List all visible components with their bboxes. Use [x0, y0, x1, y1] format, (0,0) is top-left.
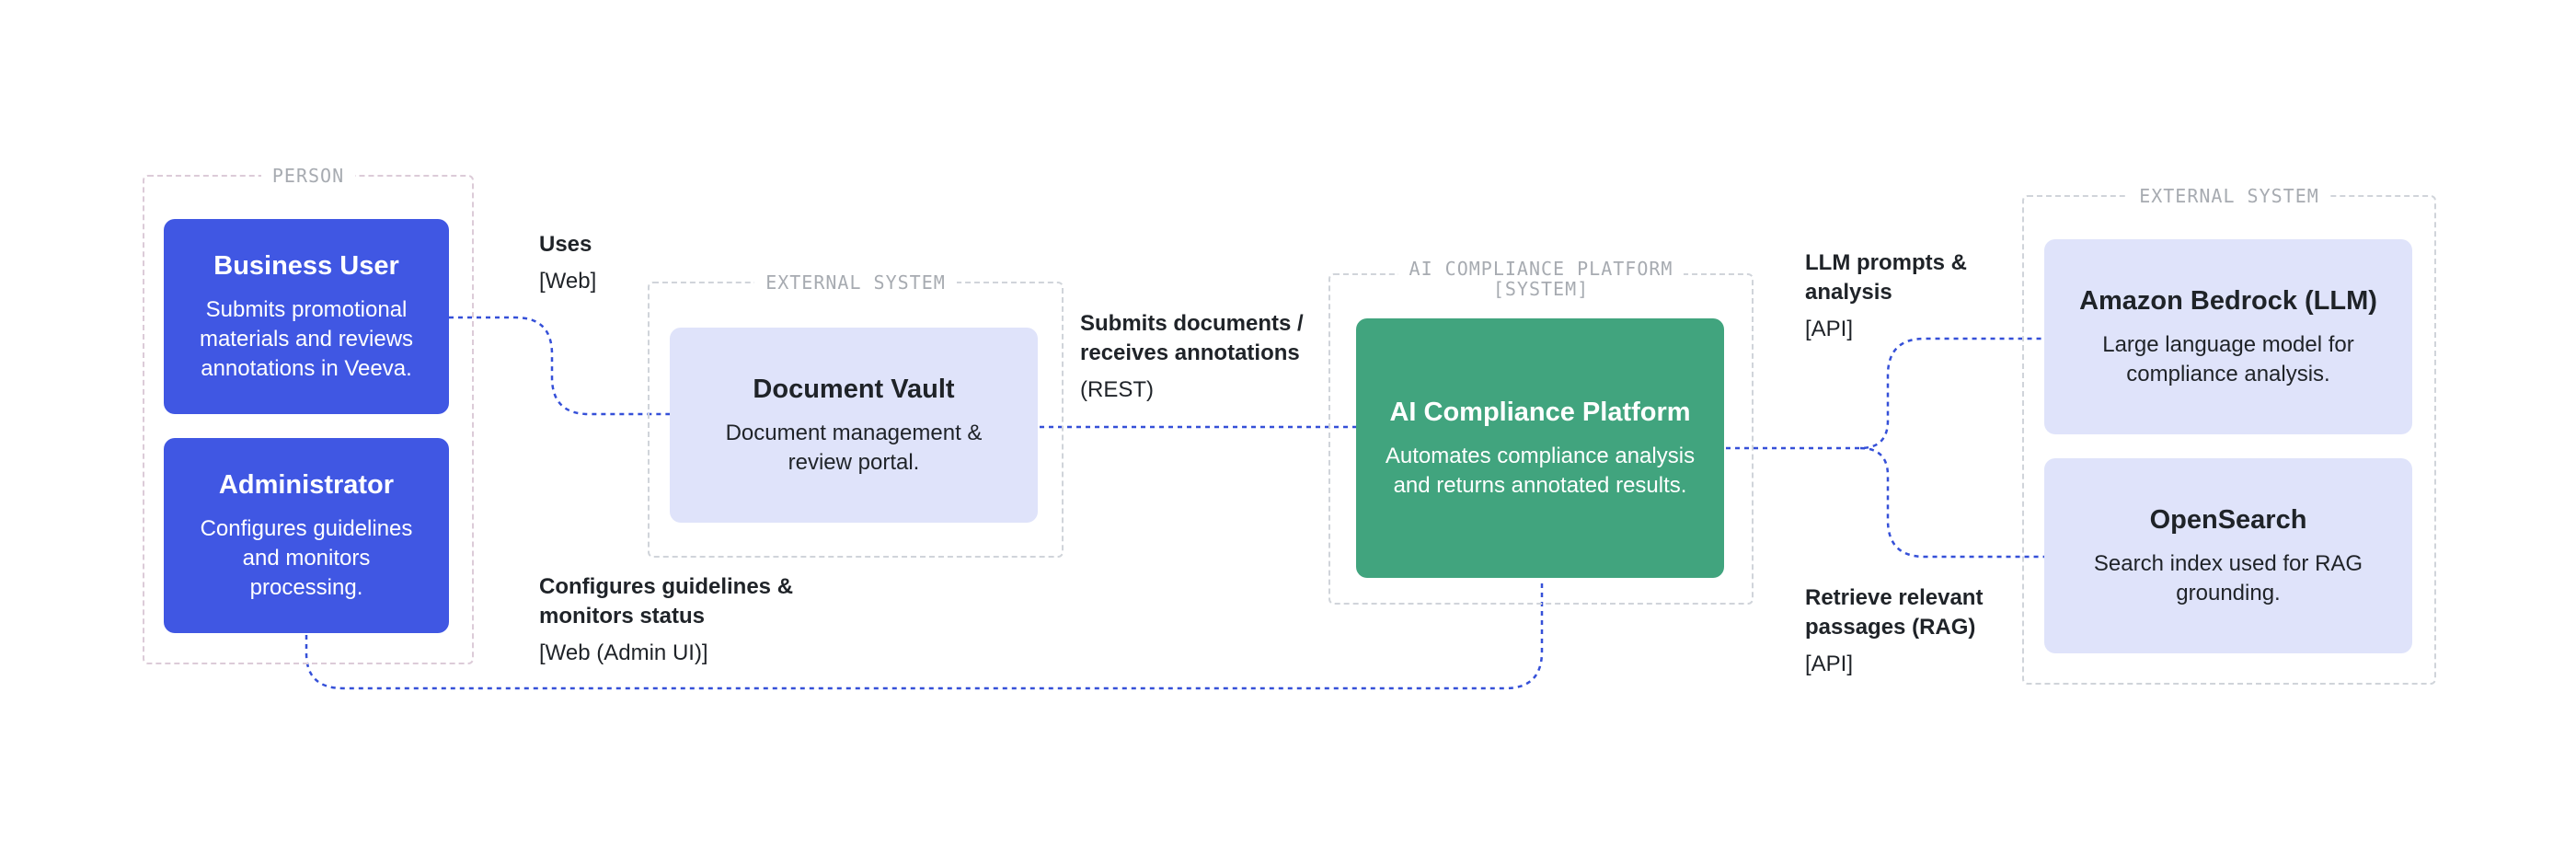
business-user-title: Business User — [213, 251, 399, 281]
llm-edge-label: LLM prompts & analysis [API] — [1805, 248, 2007, 344]
person-boundary-label: PERSON — [260, 165, 356, 187]
person-boundary: PERSON — [143, 165, 474, 664]
document-vault-description: Document management & review portal. — [725, 421, 983, 475]
uses-edge-title: Uses — [539, 232, 592, 257]
external-system-boundary-label: EXTERNAL SYSTEM — [2128, 185, 2330, 207]
amazon-bedrock-description: Large language model for compliance anal… — [2102, 332, 2354, 386]
administrator-description: Configures guidelines and monitors proce… — [200, 516, 413, 600]
document-vault-boundary-label: EXTERNAL SYSTEM — [754, 271, 957, 294]
submits-edge-label: Submits documents / receives annotations… — [1080, 309, 1327, 405]
connector-platform-to-bedrock — [1726, 337, 2048, 450]
amazon-bedrock-node[interactable]: Amazon Bedrock (LLM) Large language mode… — [2044, 239, 2412, 434]
uses-edge-label: Uses [Web] — [539, 230, 723, 296]
retrieve-edge-label: Retrieve relevant passages (RAG) [API] — [1805, 583, 2007, 679]
external-system-boundary: EXTERNAL SYSTEM — [2022, 185, 2436, 685]
document-vault-node[interactable]: Document Vault Document management & rev… — [670, 328, 1038, 523]
ai-compliance-platform-node[interactable]: AI Compliance Platform Automates complia… — [1356, 318, 1724, 578]
platform-boundary-sublabel: [SYSTEM] — [1481, 278, 1601, 300]
retrieve-edge-tech: [API] — [1805, 652, 1854, 676]
llm-edge-title: LLM prompts & analysis — [1805, 250, 1967, 305]
connector-platform-to-opensearch — [1859, 446, 2048, 559]
amazon-bedrock-title: Amazon Bedrock (LLM) — [2079, 286, 2377, 316]
opensearch-description: Search index used for RAG grounding. — [2093, 551, 2363, 606]
opensearch-title: OpenSearch — [2149, 505, 2307, 535]
connector-admin-to-platform — [305, 580, 1544, 690]
configures-edge-title: Configures guidelines & monitors status — [539, 574, 794, 629]
business-user-description: Submits promotional materials and review… — [199, 297, 414, 381]
opensearch-node[interactable]: OpenSearch Search index used for RAG gro… — [2044, 458, 2412, 653]
ai-compliance-platform-description: Automates compliance analysis and return… — [1385, 444, 1696, 498]
submits-edge-title: Submits documents / receives annotations — [1080, 311, 1304, 365]
configures-edge-label: Configures guidelines & monitors status … — [539, 572, 806, 668]
document-vault-boundary: EXTERNAL SYSTEM — [648, 271, 1064, 558]
platform-boundary-label: AI COMPLIANCE PLATFORM — [1397, 258, 1685, 280]
business-user-node[interactable]: Business User Submits promotional materi… — [164, 219, 449, 414]
configures-edge-tech: [Web (Admin UI)] — [539, 640, 708, 665]
uses-edge-tech: [Web] — [539, 269, 597, 294]
retrieve-edge-title: Retrieve relevant passages (RAG) — [1805, 585, 1984, 640]
administrator-node[interactable]: Administrator Configures guidelines and … — [164, 438, 449, 633]
ai-compliance-platform-title: AI Compliance Platform — [1389, 398, 1691, 427]
submits-edge-tech: (REST) — [1080, 377, 1154, 402]
administrator-title: Administrator — [218, 470, 395, 500]
connector-user-to-vault — [449, 316, 670, 416]
platform-boundary: AI COMPLIANCE PLATFORM [SYSTEM] — [1328, 258, 1754, 605]
llm-edge-tech: [API] — [1805, 317, 1854, 341]
document-vault-title: Document Vault — [753, 375, 955, 404]
